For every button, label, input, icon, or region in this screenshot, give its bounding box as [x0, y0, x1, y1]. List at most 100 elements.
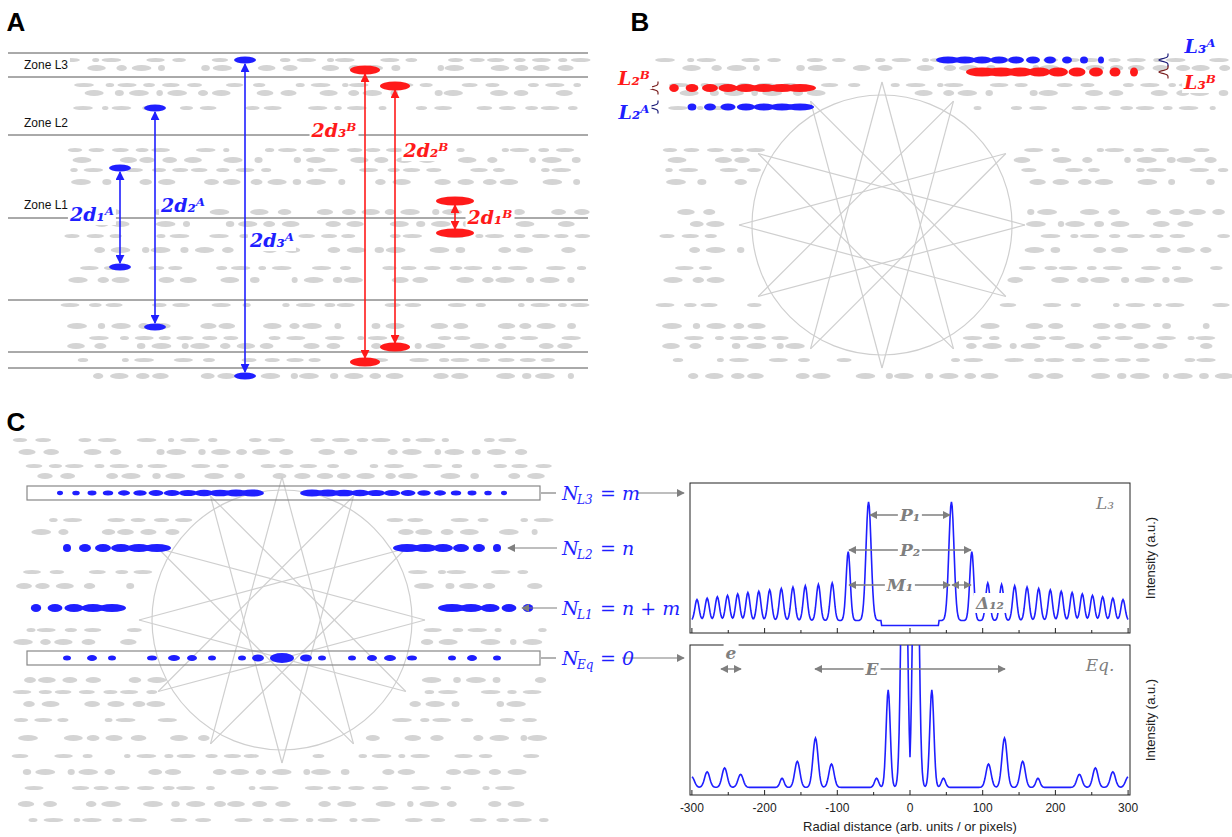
- reflection: [416, 106, 427, 110]
- reflection: [1080, 83, 1094, 87]
- reflection: [964, 373, 976, 379]
- reflection: [513, 209, 525, 215]
- reflection: [409, 701, 420, 707]
- reflection: [434, 106, 452, 110]
- reflection: [147, 656, 157, 661]
- reflection: [398, 529, 414, 535]
- reflection: [78, 358, 88, 362]
- reflection: [261, 373, 281, 379]
- reflection: [1177, 247, 1195, 253]
- reflection: [84, 449, 102, 455]
- reflection: [1053, 157, 1072, 163]
- reflection: [120, 639, 137, 645]
- reflection: [1218, 168, 1228, 172]
- reflection: [477, 358, 490, 362]
- reflection: [201, 373, 215, 379]
- reflection: [727, 65, 747, 71]
- reflection: [922, 58, 929, 62]
- reflection: [451, 490, 462, 495]
- reflection: [222, 247, 234, 253]
- reflection: [1132, 323, 1151, 329]
- reflection: [80, 266, 99, 270]
- panel-letter: C: [7, 407, 26, 438]
- reflection: [974, 106, 982, 110]
- reflection: [172, 58, 186, 62]
- reflection: [84, 701, 100, 707]
- reflection: [234, 818, 252, 822]
- reflection: [1184, 358, 1195, 362]
- reflection: [666, 179, 686, 185]
- reflection: [733, 323, 744, 329]
- reflection: [131, 518, 146, 522]
- reflection: [459, 604, 483, 612]
- reflection: [1029, 179, 1045, 185]
- reflection: [415, 343, 422, 349]
- reflection: [554, 234, 569, 238]
- reflection: [807, 58, 824, 62]
- reflection: [198, 90, 208, 96]
- reflection: [1153, 303, 1162, 307]
- reflection: [81, 604, 105, 612]
- reflection: [303, 769, 310, 775]
- reflection: [667, 157, 686, 163]
- reflection: [88, 148, 104, 152]
- reflection: [24, 677, 36, 683]
- reflection: [24, 786, 43, 790]
- reflection: [180, 247, 188, 253]
- reflection: [18, 735, 38, 741]
- reflection: [1200, 343, 1213, 349]
- reflection: [551, 209, 566, 215]
- reflection: [534, 518, 554, 522]
- reflection: [278, 148, 297, 152]
- reflection: [334, 323, 341, 329]
- reflection: [105, 303, 122, 307]
- reflection: [306, 818, 313, 822]
- reflection: [767, 58, 781, 62]
- reflection: [507, 769, 526, 775]
- reflection: [444, 65, 464, 71]
- reflection: [1038, 90, 1057, 96]
- reflection: [89, 336, 109, 340]
- reflection: [44, 818, 64, 822]
- reflection: [753, 104, 775, 111]
- reflection: [269, 336, 281, 340]
- reflection: [508, 266, 528, 270]
- reflection: [341, 769, 350, 775]
- reflection: [1034, 358, 1044, 362]
- reflection: [191, 168, 208, 172]
- reflection: [453, 323, 468, 329]
- reflection: [156, 449, 164, 455]
- reflection: [669, 84, 679, 92]
- reflection: [73, 106, 93, 110]
- reflection: [574, 209, 590, 215]
- reflection: [34, 718, 52, 722]
- reflection: [535, 373, 555, 379]
- reflection: [95, 544, 111, 552]
- reflection: [1109, 90, 1124, 96]
- reflection: [730, 336, 749, 340]
- reflection: [107, 701, 124, 707]
- layer-index: = n + m: [600, 597, 680, 619]
- reflection: [1007, 277, 1023, 283]
- reflection: [1167, 157, 1176, 163]
- reflection: [204, 473, 224, 479]
- reflection: [311, 83, 331, 87]
- reflection: [238, 221, 257, 227]
- reflection: [384, 490, 401, 496]
- reflection: [981, 373, 999, 379]
- reflection: [408, 570, 427, 574]
- reflection: [519, 323, 531, 329]
- reflection: [684, 303, 697, 307]
- reflection: [203, 358, 215, 362]
- reflection: [208, 438, 217, 442]
- reflection: [1021, 168, 1036, 172]
- reflection: [1173, 373, 1193, 379]
- reflection: [529, 157, 536, 163]
- reflection: [442, 209, 462, 215]
- reflection: [154, 518, 169, 522]
- reflection: [72, 157, 91, 163]
- reflection: [322, 148, 339, 152]
- reflection: [1091, 373, 1110, 379]
- reflection: [136, 148, 149, 152]
- reflection: [13, 438, 27, 442]
